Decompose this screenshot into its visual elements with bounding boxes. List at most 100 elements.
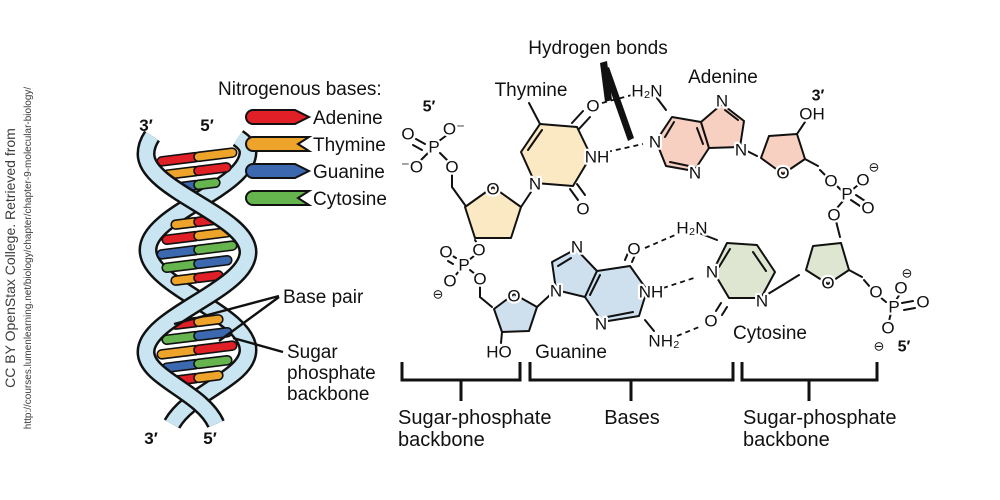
atom-label: O — [486, 180, 499, 199]
legend-swatch-thymine — [245, 136, 313, 152]
atom-label: P — [841, 185, 852, 204]
dna-helix: 3′ 5′ 3′ 5′ Base pair Sugar phosphate ba… — [136, 116, 376, 448]
atom-label: O — [445, 158, 458, 177]
atom-label: O — [821, 274, 834, 293]
hydrogen-bonds-pointer-2 — [603, 67, 634, 141]
atom-label: O — [869, 283, 882, 302]
legend-swatch-guanine — [245, 163, 312, 179]
covalent-bonds — [412, 97, 916, 344]
bracket-label-middle: Bases — [604, 407, 660, 429]
atom-label: N — [706, 263, 718, 282]
bracket-label-right-line1: Sugar-phosphate — [743, 407, 896, 429]
thymine-ring — [520, 123, 592, 187]
atom-label: N — [529, 175, 541, 194]
atom-label: O — [704, 312, 717, 331]
atom-label: H₂N — [631, 82, 662, 101]
atom-label: N — [735, 141, 747, 160]
atom-label: O — [827, 206, 840, 225]
atom-label: NH — [639, 283, 664, 302]
atom-label: ⊖ — [902, 265, 913, 280]
attribution-line2: http://courses.lumenlearning.net/biology… — [23, 87, 34, 430]
guanine-five-ring — [551, 248, 598, 298]
cytosine-sugar — [805, 242, 850, 285]
guanine-six-ring — [584, 265, 648, 323]
atom-label: ⊖ — [869, 159, 880, 174]
atom-label: 5′ — [898, 338, 911, 355]
atom-label: O — [576, 200, 589, 219]
base-rod-right — [193, 162, 232, 177]
helix-end-bottom-left: 3′ — [144, 429, 158, 448]
adenine-label: Adenine — [688, 67, 758, 88]
bracket-label-left-line1: Sugar-phosphate — [398, 407, 551, 429]
atom-label: O — [473, 270, 486, 289]
atom-label: ⁻O — [401, 158, 423, 177]
base-rod-right — [193, 370, 224, 384]
cytosine-ring — [712, 242, 776, 299]
bracket-label-left-line2: backbone — [398, 429, 485, 451]
base-pair-pointer-lines — [173, 294, 280, 342]
attribution: CC BY OpenStax College. Retrieved from h… — [2, 87, 34, 430]
helix-strand-back — [140, 132, 256, 428]
atom-label: O — [627, 240, 640, 259]
legend-label-guanine: Guanine — [313, 162, 385, 183]
base-pair-label: Base pair — [283, 287, 364, 308]
atom-label: OH — [799, 105, 825, 124]
atom-label: H₂N — [676, 219, 707, 238]
atom-label: P — [458, 256, 469, 275]
atom-label: O — [856, 171, 869, 190]
atom-label: O⁻ — [443, 120, 465, 139]
bracket-label-right-line2: backbone — [743, 429, 830, 451]
atom-label: N — [595, 315, 607, 334]
helix-end-top-right: 5′ — [200, 116, 214, 135]
cytosine-label: Cytosine — [733, 323, 807, 344]
backbone-label-line1: Sugar — [287, 342, 338, 363]
legend-title: Nitrogenous bases: — [218, 79, 382, 100]
legend-swatch-adenine — [245, 109, 312, 125]
hydrogen-bonds-label: Hydrogen bonds — [528, 38, 667, 59]
atom-label: O — [443, 272, 456, 291]
base-pair-rod — [156, 240, 238, 260]
atom-label: 5′ — [423, 98, 436, 115]
atom-label: N — [716, 92, 728, 111]
atom-label: O — [586, 97, 599, 116]
helix-end-bottom-right: 5′ — [203, 429, 217, 448]
atom-label: N — [649, 133, 661, 152]
atom-label: ⊖ — [433, 286, 444, 301]
atom-label: O — [916, 293, 929, 312]
base-rod-right — [193, 177, 221, 191]
base-rod-right — [193, 340, 238, 356]
guanine-label: Guanine — [535, 342, 607, 363]
atom-label: HO — [486, 343, 512, 362]
helix-strand-front — [138, 132, 256, 428]
atom-label: O — [401, 125, 414, 144]
backbone-label-line3: backbone — [287, 384, 369, 405]
brackets: Sugar-phosphate backbone Bases Sugar-pho… — [398, 362, 896, 451]
atom-label: P — [888, 298, 899, 317]
atom-label: NH₂ — [648, 332, 679, 351]
legend-swatch-cytosine — [245, 190, 313, 206]
atom-label: O — [881, 319, 894, 338]
atom-label: O — [824, 172, 837, 191]
base-pair-rod — [161, 254, 233, 274]
atom-label: O — [861, 199, 874, 218]
legend-label-thymine: Thymine — [313, 135, 386, 156]
hydrogen-bonds-pointer-1 — [600, 61, 612, 102]
thymine-label: Thymine — [495, 80, 568, 101]
adenine-five-ring — [700, 103, 745, 149]
thymine-sugar — [464, 186, 522, 239]
base-pair-rod — [161, 354, 233, 374]
base-rod-right — [193, 354, 233, 370]
backbone-label-line2: phosphate — [287, 363, 376, 384]
atom-label: O — [776, 164, 789, 183]
backbone-pointer-line — [232, 336, 284, 354]
legend: Nitrogenous bases: AdenineThymineGuanine… — [218, 79, 387, 210]
atom-label: O — [507, 287, 520, 306]
atom-label: N — [756, 292, 768, 311]
base-rod-right — [193, 254, 233, 270]
atom-label: ⊖ — [874, 338, 885, 353]
atom-label: NH — [585, 148, 610, 167]
